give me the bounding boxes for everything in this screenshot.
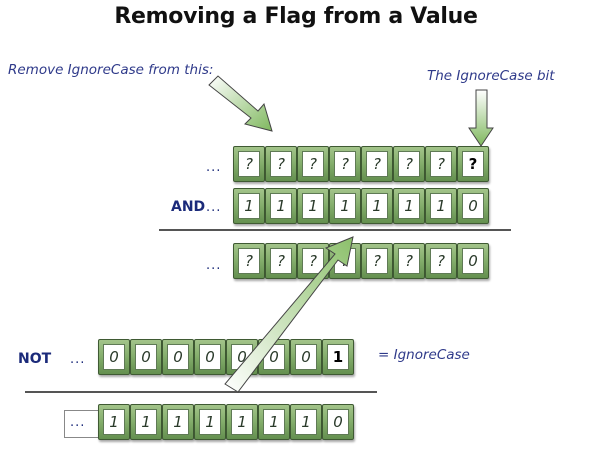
note-equals-ignorecase: = IgnoreCase: [378, 347, 470, 363]
arrow-to-ignorecase-bit: [468, 89, 494, 147]
bit-value: 1: [366, 193, 388, 219]
bit-key: 1: [162, 404, 194, 440]
bit-key: ?: [297, 146, 329, 182]
bit-value: 1: [295, 409, 317, 435]
bit-value: 1: [135, 409, 157, 435]
diagram-title: Removing a Flag from a Value: [114, 4, 478, 29]
bit-key: 1: [194, 404, 226, 440]
bit-key: ?: [425, 243, 457, 279]
bit-key: ?: [233, 146, 265, 182]
bit-value: 1: [238, 193, 260, 219]
bit-key: 0: [130, 339, 162, 375]
bit-key: 1: [258, 404, 290, 440]
bit-value: 1: [327, 344, 349, 370]
note-remove-ignorecase: Remove IgnoreCase from this:: [8, 62, 214, 78]
ellipsis-not-result: ...: [70, 415, 86, 430]
bit-value: 0: [167, 344, 189, 370]
bit-value: 1: [199, 409, 221, 435]
bit-value: ?: [398, 248, 420, 274]
bit-key: ?: [393, 146, 425, 182]
bit-key: 1: [425, 188, 457, 224]
bit-key: 0: [194, 339, 226, 375]
bit-value: 1: [167, 409, 189, 435]
bit-key: ?: [233, 243, 265, 279]
bit-value: 0: [327, 409, 349, 435]
bit-key: 1: [265, 188, 297, 224]
bit-value: 0: [103, 344, 125, 370]
bit-value: 1: [334, 193, 356, 219]
bit-value: 0: [295, 344, 317, 370]
bit-value: 1: [231, 409, 253, 435]
bit-key: 1: [290, 404, 322, 440]
bit-key: 1: [130, 404, 162, 440]
bit-value: 1: [103, 409, 125, 435]
and-label: AND: [171, 199, 206, 215]
bit-value: ?: [302, 151, 324, 177]
bit-value: ?: [334, 151, 356, 177]
bit-key: 0: [98, 339, 130, 375]
bit-key: ?: [329, 146, 361, 182]
bit-value: 0: [462, 248, 484, 274]
divider-and: [159, 229, 511, 231]
bit-key: 1: [233, 188, 265, 224]
ellipsis-value: ...: [206, 160, 222, 175]
bit-value: ?: [366, 248, 388, 274]
bit-value: ?: [462, 151, 484, 177]
bit-value: ?: [302, 248, 324, 274]
bit-value: ?: [430, 151, 452, 177]
bit-value: ?: [270, 151, 292, 177]
bit-key: 1: [226, 404, 258, 440]
bit-value: ?: [238, 151, 260, 177]
bit-value: 1: [398, 193, 420, 219]
bit-value: 0: [199, 344, 221, 370]
bit-key: 1: [297, 188, 329, 224]
bit-value: 0: [462, 193, 484, 219]
bit-key: ?: [265, 243, 297, 279]
bit-key: 1: [393, 188, 425, 224]
bit-value: ?: [398, 151, 420, 177]
bit-key: ?: [361, 243, 393, 279]
note-ignorecase-bit: The IgnoreCase bit: [427, 68, 555, 84]
bit-value: ?: [430, 248, 452, 274]
bit-key: ?: [361, 146, 393, 182]
bit-value: 1: [270, 193, 292, 219]
bit-key: 0: [290, 339, 322, 375]
bit-key: ?: [265, 146, 297, 182]
bit-key: 1: [361, 188, 393, 224]
bit-value: ?: [270, 248, 292, 274]
bit-value: 0: [135, 344, 157, 370]
divider-not: [25, 391, 377, 393]
bit-value: 1: [430, 193, 452, 219]
bit-key: 0: [322, 404, 354, 440]
bit-key: ?: [425, 146, 457, 182]
bit-key: 0: [457, 188, 489, 224]
ellipsis-not: ...: [70, 352, 86, 367]
bit-value: 1: [302, 193, 324, 219]
arrow-to-value-row: [208, 75, 273, 132]
bit-value: 1: [263, 409, 285, 435]
bit-key: 1: [98, 404, 130, 440]
bit-key: 0: [162, 339, 194, 375]
bit-key: 0: [457, 243, 489, 279]
bit-key: 1: [329, 188, 361, 224]
bit-value: ?: [238, 248, 260, 274]
not-label: NOT: [18, 351, 52, 367]
ellipsis-result: ...: [206, 258, 222, 273]
ellipsis-box: [64, 410, 100, 438]
arrow-not-to-result: [224, 236, 354, 393]
bit-key: ?: [393, 243, 425, 279]
bit-value: ?: [366, 151, 388, 177]
ellipsis-and: ...: [206, 200, 222, 215]
bit-key: ?: [457, 146, 489, 182]
bit-key: 1: [322, 339, 354, 375]
